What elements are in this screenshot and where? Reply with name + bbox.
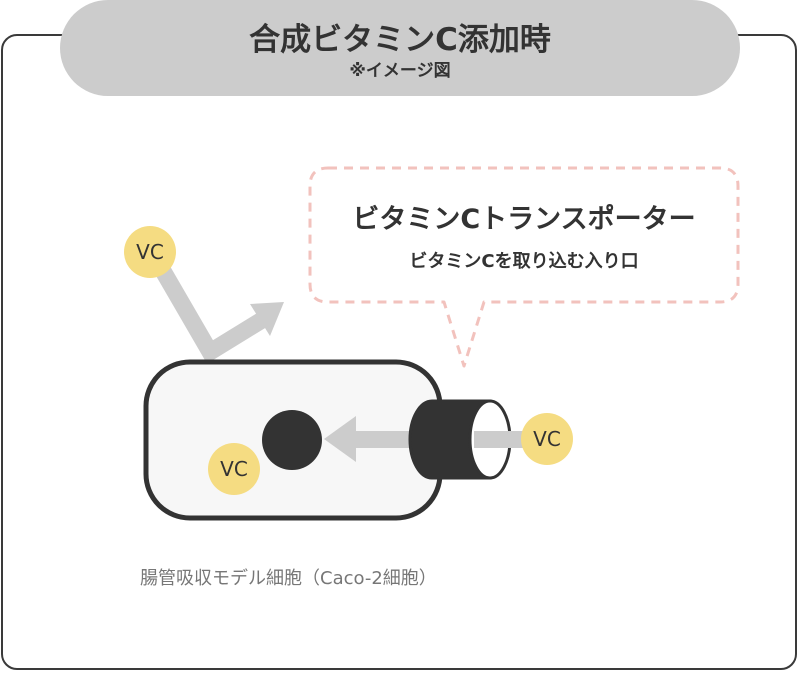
blocked-path-arrowhead [250,302,284,336]
uptake-arrowhead [324,416,356,462]
cell-nucleus [262,410,322,470]
cell-model-caption: 腸管吸収モデル細胞（Caco-2細胞） [140,568,437,589]
vc-label-entering: VC [533,427,561,451]
vc-molecule-outside [124,226,176,278]
transporter-callout-bubble [308,166,740,368]
transporter-channel [408,399,492,480]
vc-label-inside: VC [220,457,248,481]
diagram-title: 合成ビタミンC添加時 [249,22,551,58]
vc-label-outside: VC [136,240,164,264]
transporter-description: ビタミンCを取り込む入り口 [409,251,639,272]
vc-molecule-inside [208,443,260,495]
vc-molecule-entering [521,413,573,465]
uptake-arrow-shaft-inner [474,431,526,448]
diagram-subtitle: ※イメージ図 [349,61,451,81]
transporter-title: ビタミンCトランスポーター [352,204,696,235]
blocked-path-arrow [144,247,267,364]
title-banner: 合成ビタミンC添加時 ※イメージ図 [60,0,740,96]
